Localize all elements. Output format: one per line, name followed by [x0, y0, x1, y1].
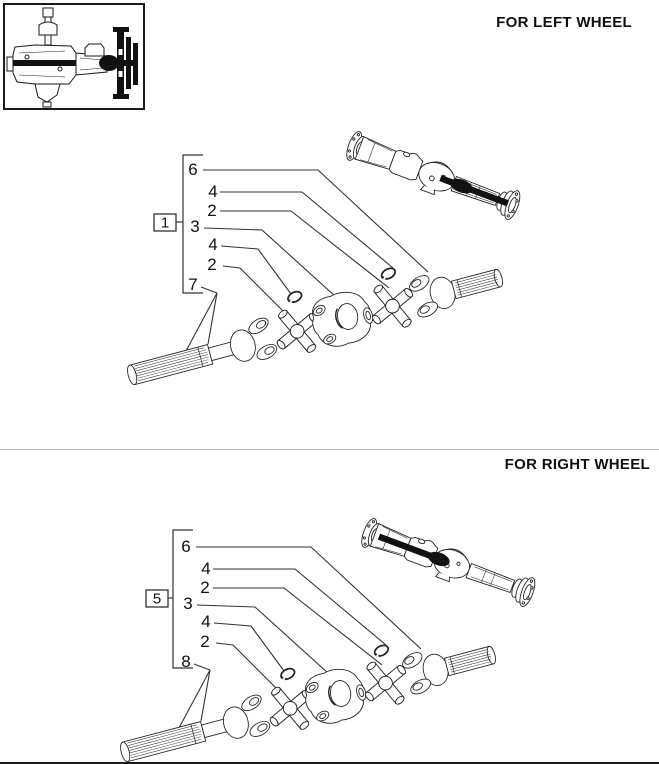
callout-8: 8 [181, 652, 190, 671]
callout-2b: 2 [200, 632, 209, 651]
steering-column [38, 7, 58, 46]
page-bottom-border [0, 762, 659, 764]
callout-bracket [176, 154, 203, 294]
callout-2a: 2 [200, 578, 209, 597]
callout-6: 6 [181, 537, 190, 556]
highlighted-left-driveshaft [439, 175, 509, 207]
left-wheel-section-title: FOR LEFT WHEEL [496, 14, 632, 31]
group-ref-number: 5 [153, 591, 161, 608]
right-housing-arm [75, 43, 108, 76]
callout-4b: 4 [208, 235, 217, 254]
right-wheel-exploded-diagram: 5 6 4 2 3 4 2 8 [0, 516, 539, 764]
right-wheel-section-title: FOR RIGHT WHEEL [504, 456, 650, 473]
highlighted-right-driveshaft [377, 533, 450, 567]
callout-bracket [168, 529, 193, 669]
callout-3: 3 [190, 217, 199, 236]
axle-overview-thumbnail [3, 3, 145, 110]
callout-2a: 2 [207, 201, 216, 220]
callout-leader-lines [178, 546, 422, 729]
callout-6: 6 [188, 160, 197, 179]
callout-2b: 2 [207, 255, 216, 274]
callout-leader-lines [185, 169, 429, 352]
axle-housing-illustration [342, 129, 524, 224]
left-wheel-exploded-diagram: 1 6 4 2 3 4 2 7 [0, 129, 524, 440]
group-ref-number: 1 [161, 215, 169, 232]
front-axle-thumbnail-drawing [6, 7, 138, 108]
group-ref-box: 5 [145, 589, 169, 608]
section-divider-line [0, 449, 659, 450]
cv-joint-boot [99, 55, 119, 71]
callout-7: 7 [188, 275, 197, 294]
callout-4b: 4 [201, 612, 210, 631]
axle-housing-illustration [357, 516, 539, 611]
callout-numbers: 6 4 2 3 4 2 7 [188, 160, 217, 294]
wheel-hub [113, 27, 138, 99]
exploded-driveshaft-assembly [118, 239, 510, 408]
axle-beam [13, 60, 133, 66]
group-ref-box: 1 [153, 213, 177, 232]
callout-4a: 4 [208, 182, 217, 201]
lower-kingpin [34, 83, 61, 108]
exploded-driveshaft-assembly [111, 616, 503, 764]
callout-4a: 4 [201, 559, 210, 578]
callout-numbers: 6 4 2 3 4 2 8 [181, 537, 210, 671]
callout-3: 3 [183, 594, 192, 613]
